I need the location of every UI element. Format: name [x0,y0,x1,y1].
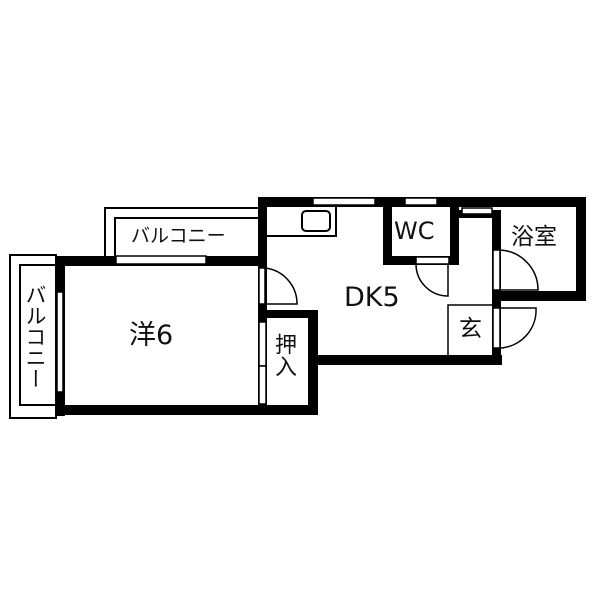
room-label-dk: DK5 [344,282,400,313]
balcony-left-label: バルコニー [23,284,47,389]
balcony-top-outline [104,207,259,256]
room-label-western: 洋6 [129,320,174,351]
room-label-closet: 押入 [271,333,296,377]
kitchen-counter [267,207,337,237]
room-label-entrance: 玄 [459,316,482,342]
room-label-bath: 浴室 [511,224,557,250]
balcony-top-label: バルコニー [131,225,226,247]
room-label-wc: WC [394,217,435,245]
windows [56,197,493,393]
doors [258,249,539,405]
